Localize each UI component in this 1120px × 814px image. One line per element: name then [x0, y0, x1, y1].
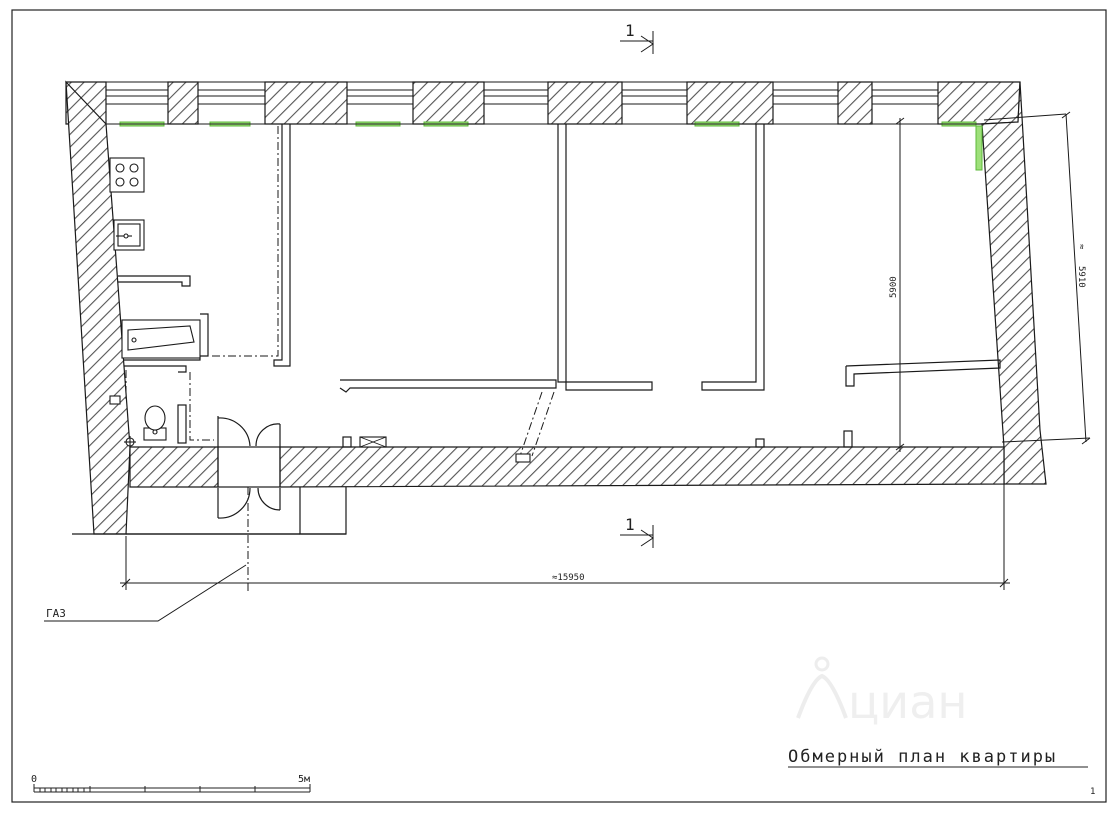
stove-icon	[109, 157, 145, 193]
section-marker-bottom	[620, 525, 654, 548]
outer-walls	[65, 80, 1047, 535]
section-marker-top	[620, 31, 654, 54]
section-label-top: 1	[625, 21, 635, 40]
gas-leader-line	[44, 564, 247, 622]
radiators	[119, 121, 983, 171]
dimension-lines	[120, 111, 1091, 590]
scale-bar	[33, 784, 311, 793]
scale-end-label: 5м	[298, 774, 310, 785]
sheet-number: 1	[1090, 787, 1095, 797]
fixtures	[109, 157, 531, 463]
watermark-text: циан	[848, 675, 967, 729]
dimension-length-label: ≈15950	[552, 573, 585, 583]
section-label-bottom: 1	[625, 515, 635, 534]
gas-label: ГАЗ	[46, 607, 66, 620]
sheet-frame	[11, 9, 1107, 803]
scale-start-label: 0	[31, 774, 37, 785]
dimension-inner-depth-label: 5900	[889, 276, 899, 298]
dimension-outer-depth-label: 5910	[1076, 266, 1086, 288]
dimension-outer-depth-prefix: ≈	[1076, 244, 1086, 250]
dashed-boundaries	[125, 126, 555, 592]
interior-partitions	[72, 124, 1001, 535]
watermark-logo: циан	[796, 656, 967, 729]
drawing-title: Обмерный план квартиры	[788, 747, 1057, 767]
entrance-door	[217, 416, 281, 519]
windows	[105, 81, 939, 125]
